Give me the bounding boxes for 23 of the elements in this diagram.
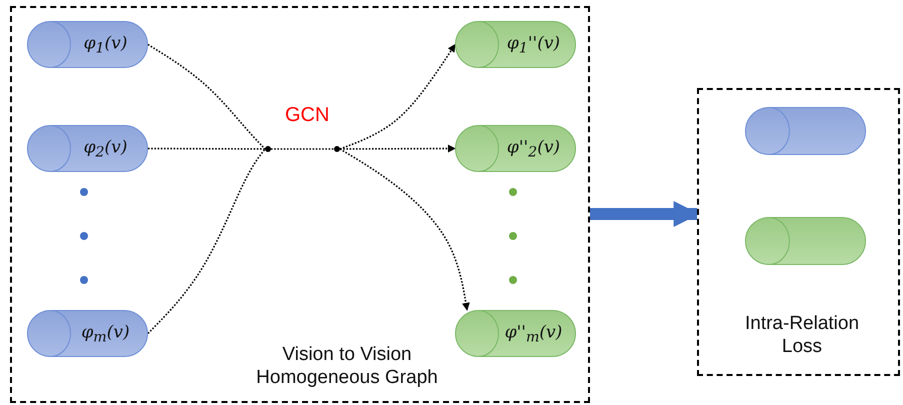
embedding-label: φ$_{1}$''(v) — [506, 32, 562, 56]
embedding-label: φ''$_{m}$(v) — [504, 322, 564, 346]
embedding-cylinder — [455, 21, 576, 68]
group-caption: Intra-Relation Loss — [744, 312, 860, 358]
dashed-group-box — [10, 6, 590, 403]
embedding-cylinder — [27, 125, 148, 172]
embedding-cylinder — [455, 125, 576, 172]
group-caption: Vision to Vision Homogeneous Graph — [255, 343, 439, 389]
dashed-group-box — [697, 88, 900, 376]
block-arrow — [590, 201, 700, 227]
embedding-cylinder — [27, 21, 148, 68]
junction-dot — [265, 146, 271, 152]
arrow — [340, 144, 456, 153]
arrow — [340, 148, 470, 311]
embedding-cylinder — [745, 107, 866, 155]
embedding-label: φ''$_{2}$(v) — [506, 136, 562, 160]
embedding-label: φ$_{2}$(v) — [82, 136, 128, 160]
junction-dot — [334, 146, 340, 152]
embedding-cylinder — [27, 310, 148, 357]
embedding-label: φ$_{1}$(v) — [82, 32, 128, 56]
embedding-cylinder — [745, 217, 866, 265]
embedding-cylinder — [455, 310, 576, 357]
embedding-label: φ$_{m}$(v) — [80, 322, 131, 346]
